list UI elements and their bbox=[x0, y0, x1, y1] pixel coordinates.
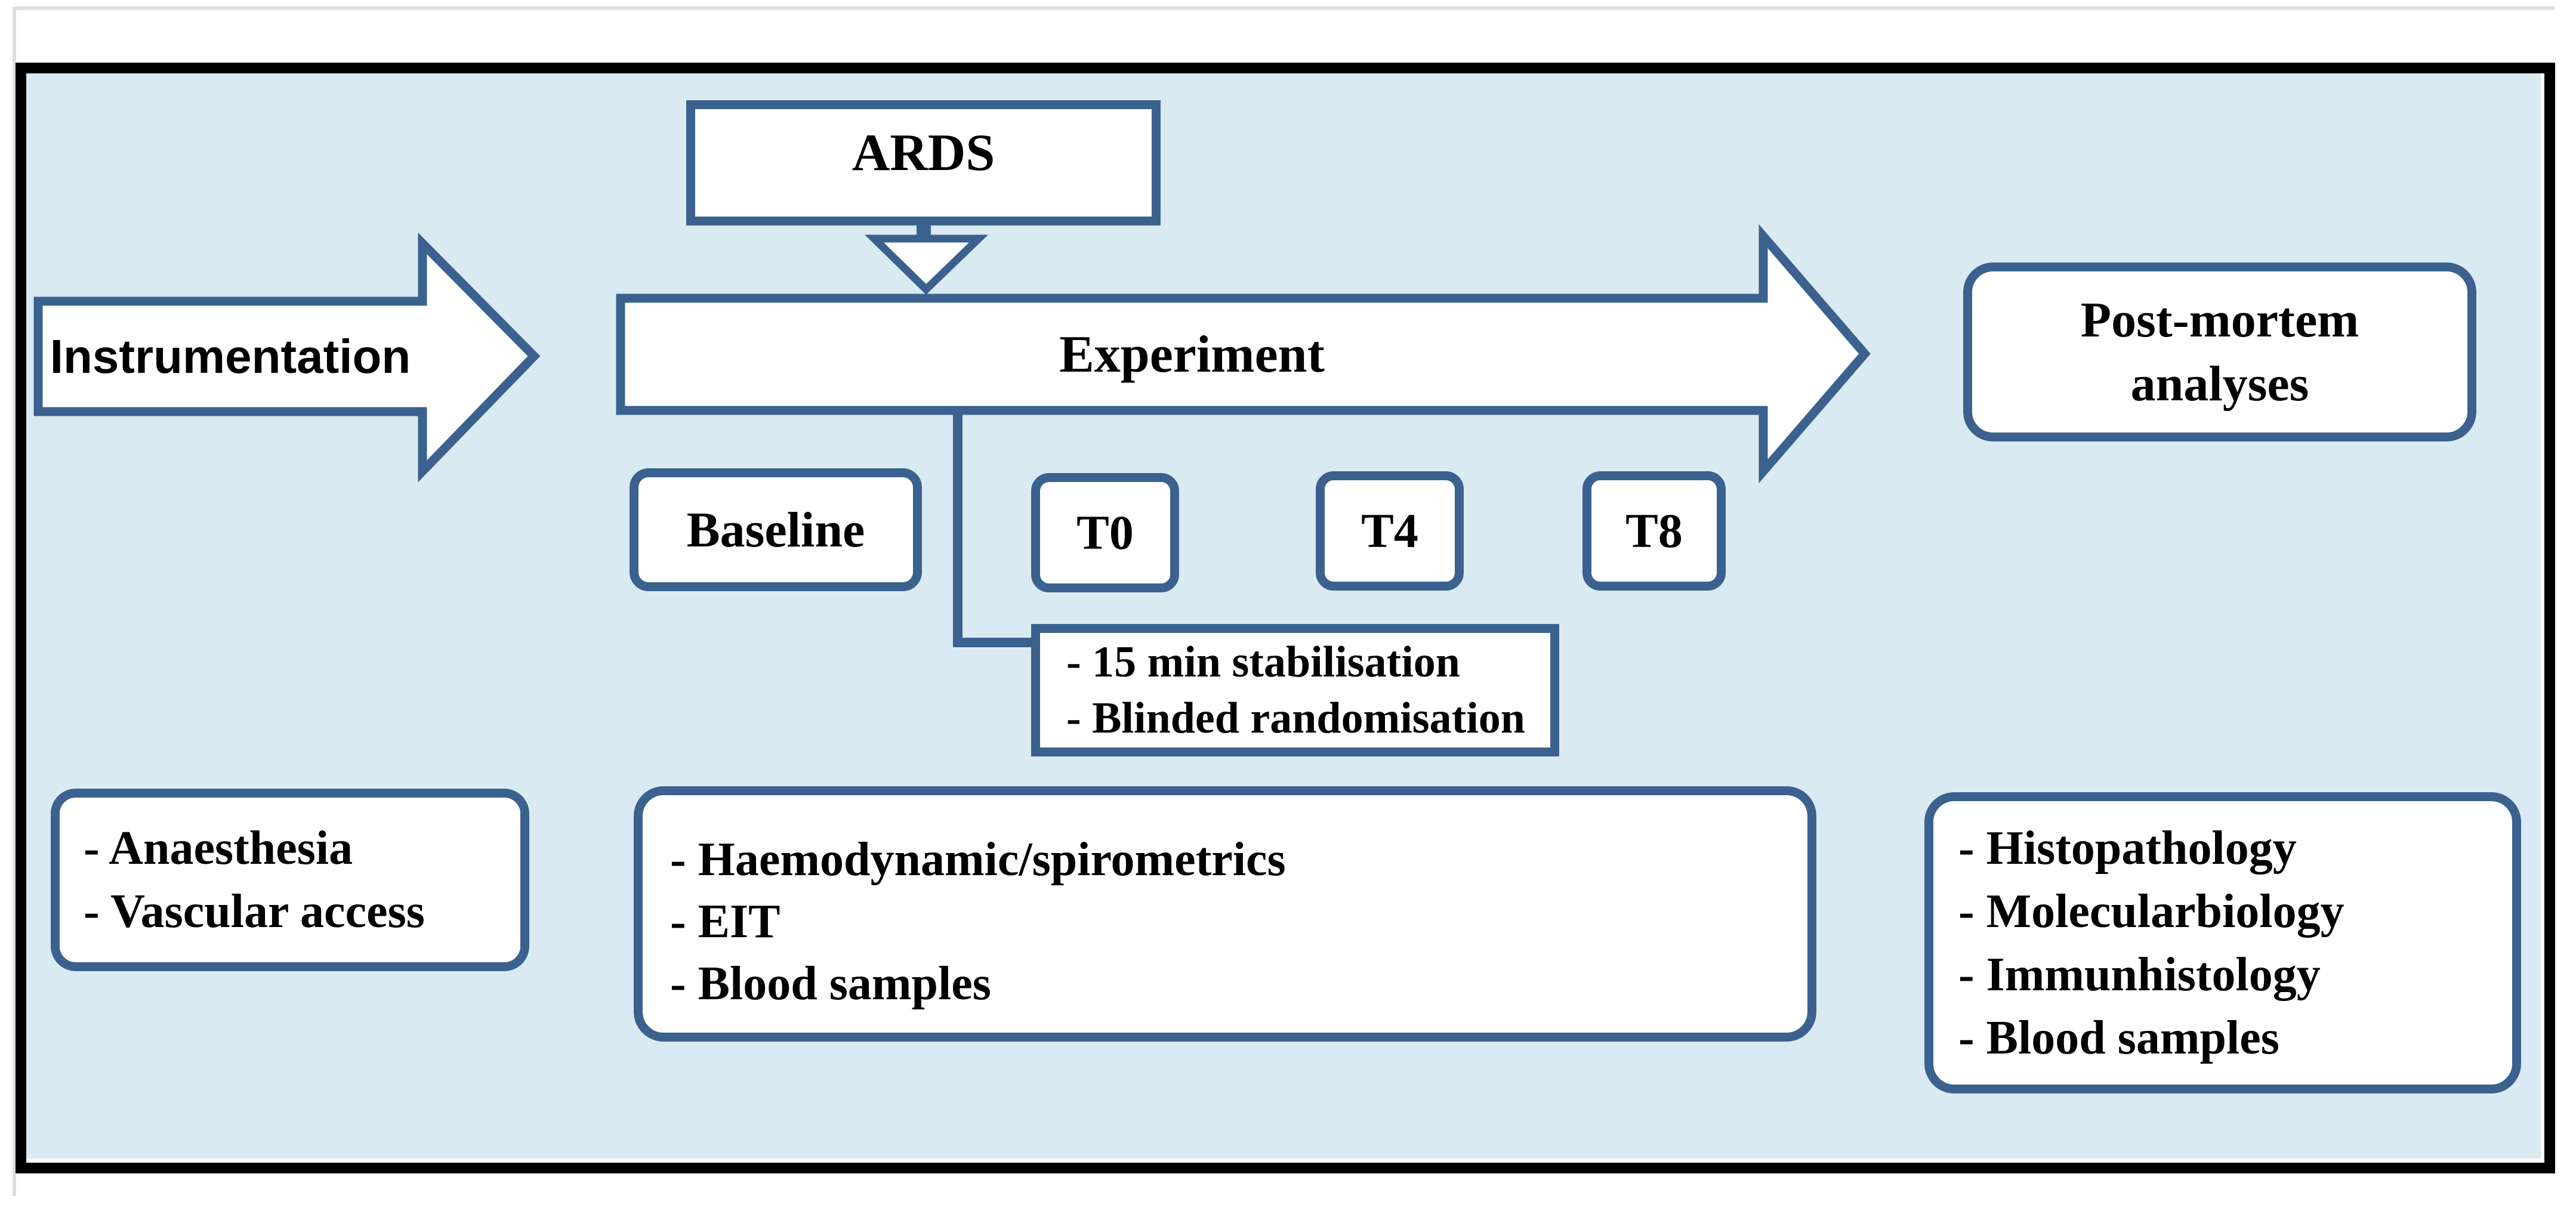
timepoint-box-t4: T4 bbox=[1316, 471, 1464, 591]
experiment-arrow-label-area: Experiment bbox=[621, 298, 1763, 410]
experiment-label: Experiment bbox=[1059, 325, 1325, 384]
experiment-arrow-shape bbox=[616, 224, 1871, 484]
instrumentation-arrow-shape bbox=[33, 232, 541, 483]
detail-item: - EIT bbox=[670, 895, 780, 948]
timepoint-box-t8: T8 bbox=[1582, 471, 1726, 591]
randomisation-connector-line bbox=[953, 410, 1034, 647]
detail-item: - Blood samples bbox=[670, 957, 991, 1010]
detail-item: - Immunhistology bbox=[1958, 948, 2321, 1001]
frame-hairline-left bbox=[13, 7, 16, 1196]
post-mortem-details-box: - Histopathology - Molecularbiology - Im… bbox=[1924, 792, 2521, 1093]
frame-hairline-top bbox=[13, 7, 2555, 10]
detail-item: - Vascular access bbox=[84, 885, 425, 938]
randomisation-item: - 15 min stabilisation bbox=[1066, 638, 1460, 687]
detail-item: - Histopathology bbox=[1958, 821, 2297, 875]
instrumentation-arrow-label-area: Instrumentation bbox=[38, 301, 422, 412]
timepoint-box-t0: T0 bbox=[1031, 473, 1179, 592]
detail-item: - Molecularbiology bbox=[1958, 885, 2344, 938]
detail-item: - Haemodynamic/spirometrics bbox=[670, 833, 1286, 886]
timepoint-label: T8 bbox=[1625, 503, 1683, 558]
randomisation-item: - Blinded randomisation bbox=[1066, 694, 1525, 743]
instrumentation-label: Instrumentation bbox=[50, 329, 411, 383]
ards-label: ARDS bbox=[852, 123, 995, 182]
post-mortem-label-line1: Post-mortem bbox=[2080, 292, 2359, 348]
timepoint-label: T4 bbox=[1361, 503, 1418, 558]
post-mortem-label-line2: analyses bbox=[2130, 356, 2309, 412]
down-arrow-icon bbox=[865, 234, 989, 295]
experiment-details-box: - Haemodynamic/spirometrics - EIT - Bloo… bbox=[634, 786, 1816, 1042]
timepoint-label: Baseline bbox=[686, 502, 865, 558]
detail-item: - Blood samples bbox=[1958, 1011, 2279, 1064]
timepoint-label: T0 bbox=[1076, 505, 1134, 560]
post-mortem-box: Post-mortem analyses bbox=[1963, 262, 2476, 441]
instrumentation-details-box: - Anaesthesia - Vascular access bbox=[51, 789, 529, 971]
detail-item: - Anaesthesia bbox=[84, 822, 353, 875]
timepoint-box-baseline: Baseline bbox=[630, 468, 922, 591]
ards-box: ARDS bbox=[686, 100, 1161, 225]
randomisation-box: - 15 min stabilisation - Blinded randomi… bbox=[1031, 624, 1559, 756]
